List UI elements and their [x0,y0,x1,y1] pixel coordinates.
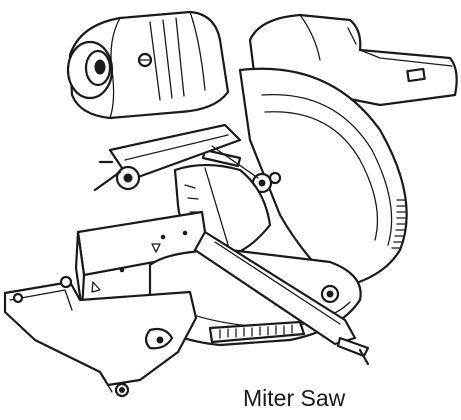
base [3,275,198,398]
figure-caption: Miter Saw [243,385,346,411]
miter-arm [193,230,370,366]
blade-guard [201,67,408,287]
motor-housing [66,10,230,120]
guard-linkage [93,123,282,194]
